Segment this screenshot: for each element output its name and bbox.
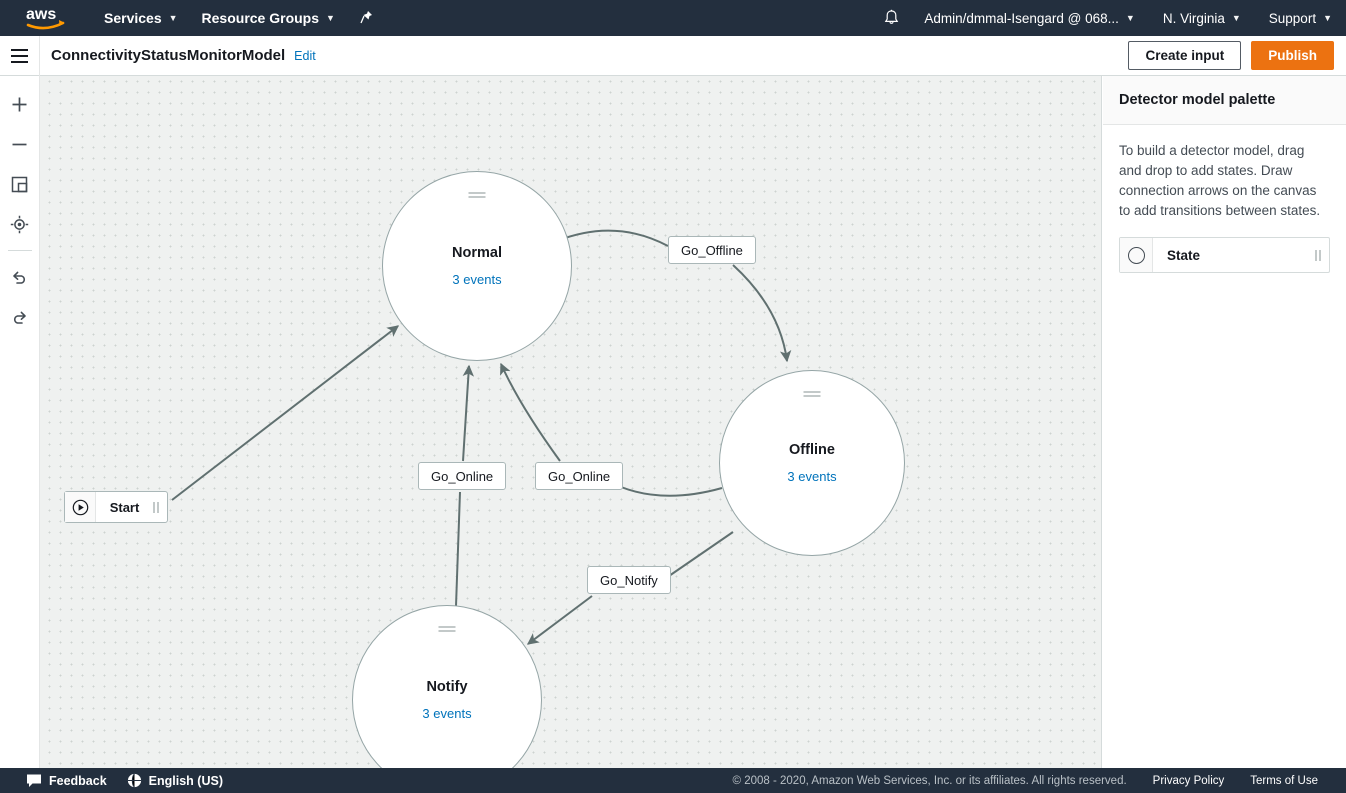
zoom-out-icon[interactable]	[0, 124, 40, 164]
redo-icon[interactable]	[0, 297, 40, 337]
speech-bubble-icon	[27, 774, 41, 787]
hamburger-line	[11, 48, 28, 51]
drag-handle-icon[interactable]	[1315, 249, 1329, 261]
chevron-down-icon: ▼	[1231, 13, 1241, 23]
svg-text:aws: aws	[26, 6, 56, 23]
edge-go-online-left-label-to-normal	[462, 364, 475, 462]
account-menu[interactable]: Admin/dmmal-Isengard @ 068... ▼	[910, 0, 1148, 36]
edit-link[interactable]: Edit	[294, 48, 316, 63]
chevron-down-icon: ▼	[326, 13, 335, 23]
aws-logo[interactable]: aws	[0, 5, 92, 31]
play-circle-icon	[65, 492, 96, 522]
state-events-link[interactable]: 3 events	[422, 706, 472, 721]
aws-top-navigation: aws Services ▼ Resource Groups ▼ Admin/d…	[0, 0, 1346, 36]
edge-offline-to-go-notify-label	[668, 531, 734, 577]
region-label: N. Virginia	[1162, 10, 1225, 26]
canvas-toolbar	[0, 76, 40, 768]
start-node[interactable]: Start	[64, 491, 168, 523]
app-header: ConnectivityStatusMonitorModel Edit Crea…	[0, 35, 1346, 76]
palette-header: Detector model palette	[1103, 76, 1346, 125]
fit-to-screen-icon[interactable]	[0, 164, 40, 204]
drag-handle-icon[interactable]	[803, 391, 821, 397]
hamburger-line	[11, 60, 28, 63]
notifications-bell-icon[interactable]	[872, 9, 910, 27]
privacy-policy-link[interactable]: Privacy Policy	[1152, 774, 1225, 787]
edge-start-to-normal	[171, 325, 400, 501]
globe-icon	[127, 773, 141, 788]
detector-model-palette: Detector model palette To build a detect…	[1103, 76, 1346, 768]
nav-resource-groups[interactable]: Resource Groups ▼	[190, 0, 347, 36]
region-menu[interactable]: N. Virginia ▼	[1149, 0, 1255, 36]
support-menu[interactable]: Support ▼	[1255, 0, 1346, 36]
edge-normal-to-go-offline-label	[556, 229, 669, 247]
palette-item-state-label: State	[1167, 247, 1201, 263]
footer-right: © 2008 - 2020, Amazon Web Services, Inc.…	[733, 775, 1346, 787]
transition-label-go-offline[interactable]: Go_Offline	[668, 236, 756, 264]
hamburger-icon[interactable]	[0, 35, 40, 76]
publish-button[interactable]: Publish	[1251, 41, 1334, 70]
transition-label-go-online-offline[interactable]: Go_Online	[535, 462, 624, 490]
state-name: Offline	[789, 442, 835, 458]
chevron-down-icon: ▼	[168, 13, 178, 23]
state-node-normal[interactable]: Normal 3 events	[382, 171, 572, 361]
nav-right-group: Admin/dmmal-Isengard @ 068... ▼ N. Virgi…	[872, 0, 1346, 36]
page-footer: Feedback English (US) © 2008 - 2020, Ama…	[0, 768, 1346, 793]
hamburger-line	[11, 54, 28, 57]
edge-go-notify-label-to-notify	[526, 595, 593, 645]
nav-resource-groups-label: Resource Groups	[201, 10, 320, 26]
pin-icon[interactable]	[347, 10, 385, 26]
palette-item-state[interactable]: State	[1119, 237, 1330, 273]
start-node-label: Start	[109, 499, 140, 515]
language-label: English (US)	[148, 773, 223, 788]
state-events-link[interactable]: 3 events	[452, 272, 502, 287]
header-actions: Create input Publish	[1128, 41, 1346, 70]
transition-label-go-online-notify[interactable]: Go_Online	[418, 462, 507, 490]
transition-label-go-notify[interactable]: Go_Notify	[587, 566, 671, 594]
edge-go-offline-label-to-offline	[732, 264, 792, 363]
copyright-text: © 2008 - 2020, Amazon Web Services, Inc.…	[732, 774, 1127, 787]
toolbar-divider	[7, 250, 32, 251]
palette-title: Detector model palette	[1119, 92, 1276, 108]
state-name: Normal	[452, 245, 502, 261]
undo-icon[interactable]	[0, 257, 40, 297]
feedback-button[interactable]: Feedback	[26, 773, 107, 788]
nav-services[interactable]: Services ▼	[92, 0, 190, 36]
nav-services-label: Services	[104, 10, 162, 26]
drag-handle-icon[interactable]	[438, 626, 456, 632]
palette-description: To build a detector model, drag and drop…	[1119, 143, 1321, 218]
terms-of-use-link[interactable]: Terms of Use	[1250, 774, 1318, 787]
edge-offline-to-go-online-label	[620, 486, 723, 497]
state-node-notify[interactable]: Notify 3 events	[352, 605, 542, 768]
chevron-down-icon: ▼	[1125, 13, 1135, 23]
detector-model-canvas[interactable]: Start Normal 3 events Offline 3 events N…	[0, 76, 1102, 768]
edge-notify-to-go-online-label	[455, 491, 461, 607]
zoom-in-icon[interactable]	[0, 84, 40, 124]
drag-handle-icon[interactable]	[468, 192, 486, 198]
drag-handle-icon[interactable]	[153, 501, 167, 513]
circle-icon	[1120, 238, 1153, 272]
palette-body: To build a detector model, drag and drop…	[1103, 125, 1346, 289]
page-title: ConnectivityStatusMonitorModel	[51, 47, 286, 64]
footer-left: Feedback English (US)	[0, 773, 223, 788]
state-node-offline[interactable]: Offline 3 events	[719, 370, 905, 556]
state-events-link[interactable]: 3 events	[787, 469, 837, 484]
account-label: Admin/dmmal-Isengard @ 068...	[924, 10, 1119, 26]
language-selector[interactable]: English (US)	[127, 773, 223, 788]
state-name: Notify	[426, 679, 468, 695]
chevron-down-icon: ▼	[1323, 13, 1332, 23]
transition-edges	[171, 229, 792, 645]
create-input-button[interactable]: Create input	[1128, 41, 1242, 70]
edge-go-online-label-to-normal	[500, 362, 561, 462]
feedback-label: Feedback	[49, 773, 107, 788]
center-target-icon[interactable]	[0, 204, 40, 244]
support-label: Support	[1268, 10, 1317, 26]
